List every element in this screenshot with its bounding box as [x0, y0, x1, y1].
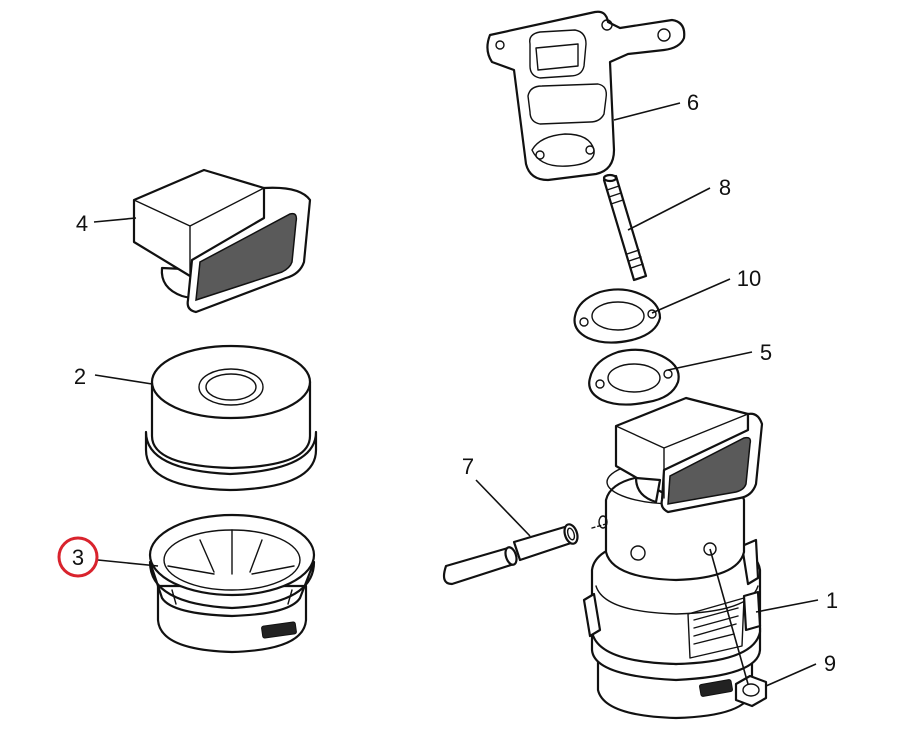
callout-4: 4	[76, 211, 88, 236]
callout-3: 3	[72, 545, 84, 570]
leader-9	[765, 663, 817, 687]
callout-10: 10	[737, 266, 761, 291]
leader-lines	[93, 102, 819, 687]
callout-2: 2	[74, 364, 86, 389]
leader-8	[627, 187, 711, 231]
part-4-intake-cap	[132, 168, 312, 314]
leader-1	[755, 599, 819, 613]
leader-3	[97, 559, 159, 567]
part-10-gasket	[573, 288, 662, 344]
callout-3-highlight-ring	[57, 536, 99, 578]
leader-2	[94, 374, 153, 385]
part-7-hose	[442, 523, 607, 586]
leader-5	[667, 351, 753, 371]
part-8-stud	[602, 173, 648, 282]
callout-6: 6	[687, 90, 699, 115]
part-5-gasket	[588, 348, 680, 406]
leader-6	[613, 102, 681, 121]
leader-stud-to-nut	[709, 548, 749, 685]
leader-7	[475, 479, 531, 537]
callout-8: 8	[719, 175, 731, 200]
callout-5: 5	[760, 340, 772, 365]
leader-4	[93, 217, 137, 223]
callout-7: 7	[462, 454, 474, 479]
part-3-pre-cleaner	[148, 513, 316, 654]
callout-labels: 4 2 3 6 8 10 5 7 1 9	[57, 90, 838, 676]
callout-9: 9	[824, 651, 836, 676]
part-9-nut	[734, 674, 768, 708]
part-2-filter-element	[144, 344, 318, 492]
leader-10	[651, 278, 731, 314]
part-1-air-cleaner-body	[582, 396, 764, 720]
callout-1: 1	[826, 588, 838, 613]
part-6-bracket	[486, 10, 686, 182]
